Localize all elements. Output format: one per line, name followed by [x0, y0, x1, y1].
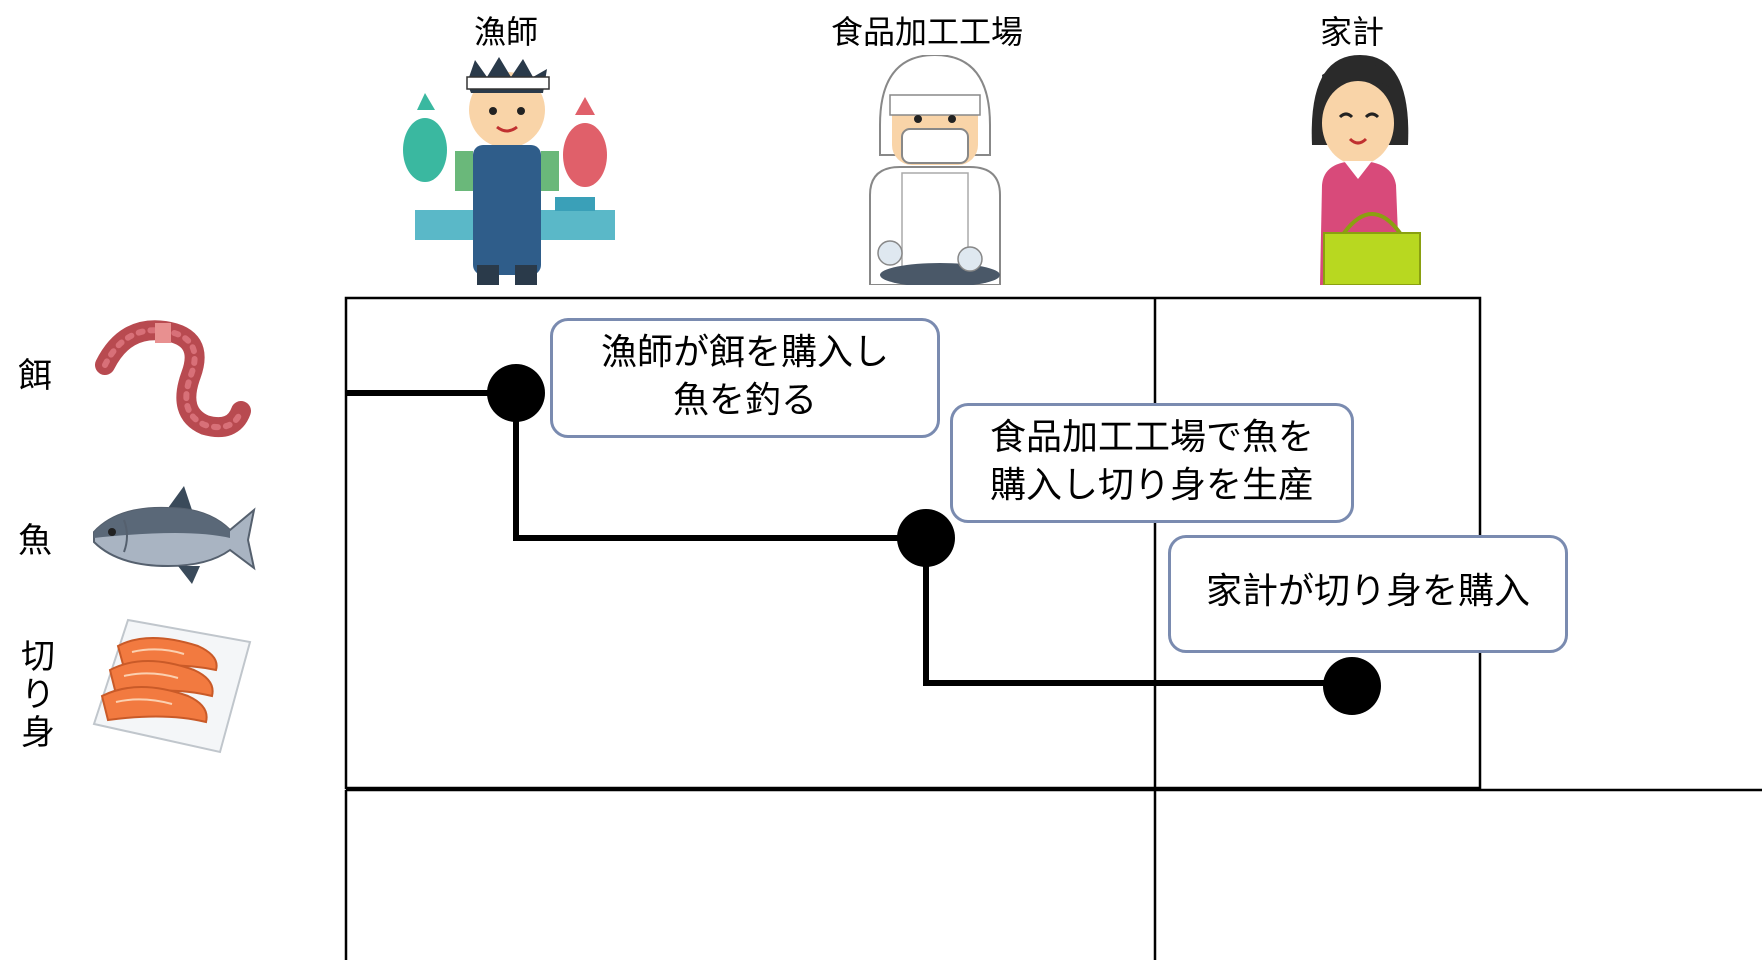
actor-label-fisherman: 漁師	[473, 13, 538, 51]
flow-segment-3	[923, 538, 1352, 686]
actor-label-factory: 食品加工工場	[830, 13, 1023, 51]
row-label-bait: 餌	[18, 356, 52, 396]
actor-label-household: 家計	[1319, 13, 1384, 51]
shopper-illustration	[1311, 55, 1421, 285]
row-label-fillet-char-1: 切	[21, 637, 55, 677]
fish-icon	[93, 486, 256, 584]
callout-step2-line2: 購入し切り身を生産	[989, 465, 1314, 506]
callout-step1: 漁師が餌を購入し 魚を釣る	[550, 318, 940, 438]
callout-step1-line1: 漁師が餌を購入し	[600, 332, 889, 373]
flow-node-factory	[897, 509, 955, 567]
flow-node-fisherman	[487, 364, 545, 422]
row-label-fillet: 切 り 身	[18, 638, 58, 752]
salmon-fillet-icon	[92, 618, 252, 754]
row-label-fish: 魚	[18, 521, 52, 561]
flow-node-household	[1323, 657, 1381, 715]
factory-worker-illustration	[869, 55, 1001, 285]
callout-step3-line1: 家計が切り身を購入	[1205, 571, 1530, 612]
fisherman-illustration	[403, 57, 615, 285]
callout-step2-line1: 食品加工工場で魚を	[989, 417, 1314, 458]
flow-segment-2	[513, 393, 926, 541]
row-label-fillet-char-2: り	[21, 675, 55, 715]
callout-step3: 家計が切り身を購入	[1168, 535, 1568, 653]
callout-step1-line2: 魚を釣る	[672, 380, 817, 421]
worm-icon	[95, 320, 251, 438]
callout-step2: 食品加工工場で魚を 購入し切り身を生産	[950, 403, 1354, 523]
row-label-fillet-char-3: 身	[21, 713, 55, 753]
